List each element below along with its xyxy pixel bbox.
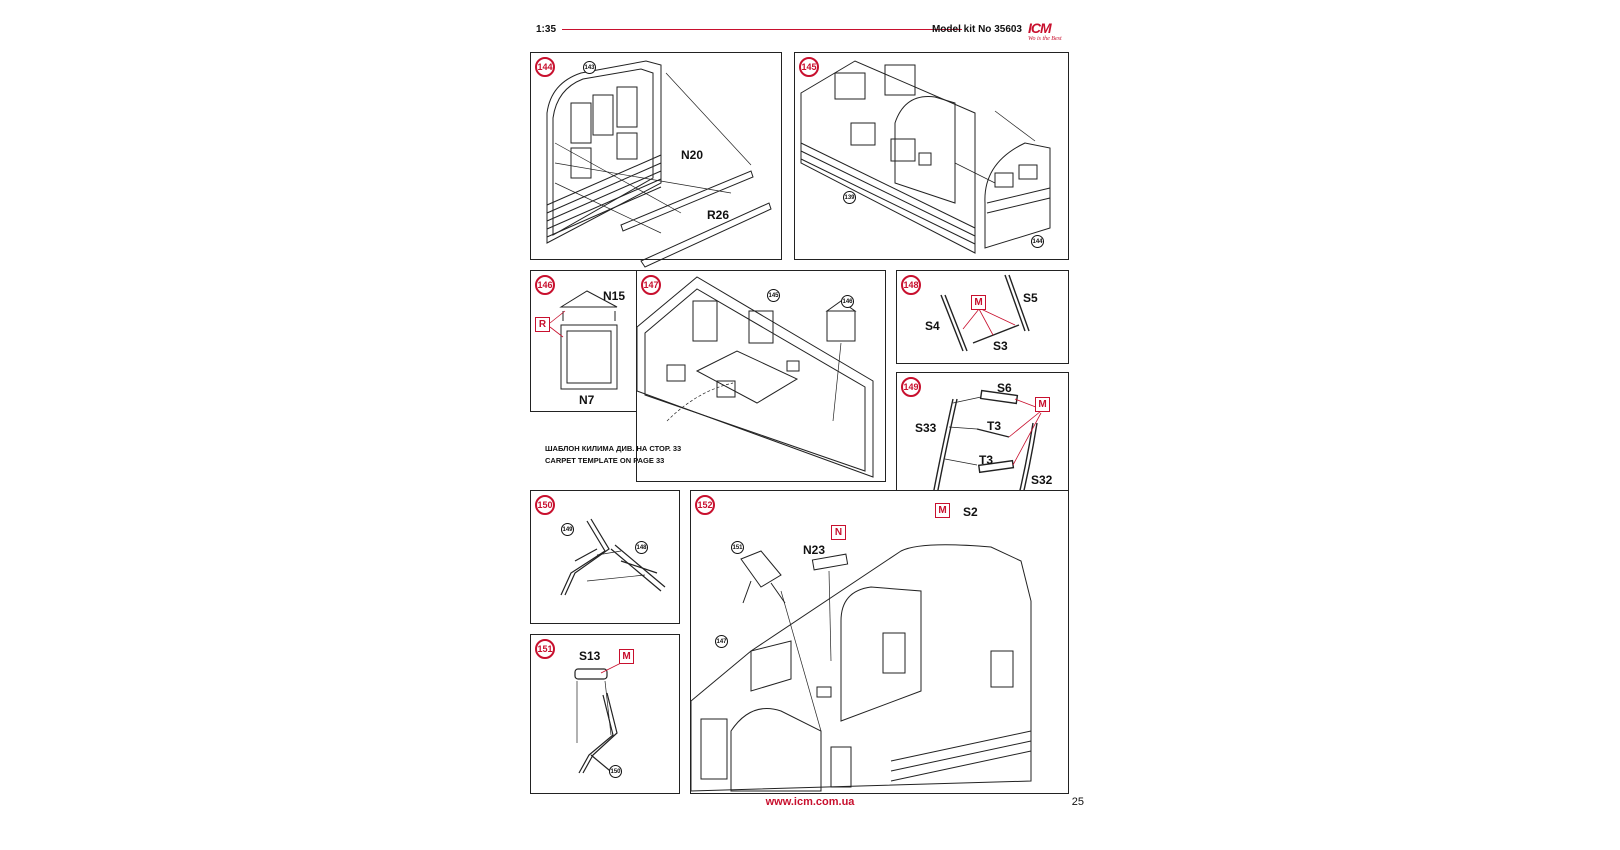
step-150-panel: 150 149 148 xyxy=(530,490,680,624)
part-label-s13: S13 xyxy=(579,649,601,663)
step-148-panel: 148 S5 S4 S3 M xyxy=(896,270,1069,364)
header-rule xyxy=(562,29,962,30)
step-number: 147 xyxy=(641,275,661,295)
scale-label: 1:35 xyxy=(536,24,557,35)
paint-code: N xyxy=(831,525,846,540)
reference-step: 151 xyxy=(731,541,744,554)
step-144-illustration xyxy=(546,60,772,268)
part-label-n15: N15 xyxy=(603,289,626,303)
part-label-s4: S4 xyxy=(925,319,940,333)
step-144-panel: 144 143 N20 R26 xyxy=(530,52,782,268)
part-label-s32: S32 xyxy=(1031,473,1053,487)
step-number: 144 xyxy=(535,57,555,77)
step-152-illustration xyxy=(690,544,1032,792)
step-145-panel: 145 139 144 xyxy=(794,52,1069,260)
step-147-panel: 147 145 146 ШАБЛОН КИЛИМА ДИВ. НА СТОР. … xyxy=(545,270,886,482)
step-number: 150 xyxy=(535,495,555,515)
step-number: 148 xyxy=(901,275,921,295)
step-number: 151 xyxy=(535,639,555,659)
reference-step: 148 xyxy=(635,541,648,554)
reference-step: 144 xyxy=(1031,235,1044,248)
step-148-illustration xyxy=(940,274,1030,352)
website-url[interactable]: www.icm.com.ua xyxy=(765,796,855,808)
step-151-illustration xyxy=(574,662,622,776)
reference-step: 147 xyxy=(715,635,728,648)
reference-step: 146 xyxy=(841,295,854,308)
reference-step: 149 xyxy=(561,523,574,536)
icm-logo: ICM Wo is the Best xyxy=(1028,20,1078,48)
part-label-t3: T3 xyxy=(979,453,994,467)
step-147-illustration xyxy=(636,276,874,478)
part-label-s2: S2 xyxy=(963,505,978,519)
step-number: 152 xyxy=(695,495,715,515)
kit-number: Model kit No 35603 xyxy=(931,24,1022,35)
reference-step: 150 xyxy=(609,765,622,778)
carpet-note-en: CARPET TEMPLATE ON PAGE 33 xyxy=(545,456,665,465)
logo-text: ICM xyxy=(1028,20,1052,36)
paint-code: M xyxy=(935,503,950,518)
step-145-illustration xyxy=(800,60,1051,254)
step-150-illustration xyxy=(560,518,666,596)
paint-code: M xyxy=(1035,397,1050,412)
carpet-note-ua: ШАБЛОН КИЛИМА ДИВ. НА СТОР. 33 xyxy=(545,444,682,453)
step-152-panel: 152 151 147 N23 N xyxy=(690,490,1069,794)
step-146-illustration xyxy=(549,290,618,390)
part-label-n7: N7 xyxy=(579,393,595,407)
step-number: 146 xyxy=(535,275,555,295)
part-label-s3: S3 xyxy=(993,339,1008,353)
part-label-s33: S33 xyxy=(915,421,937,435)
reference-step: 139 xyxy=(843,191,856,204)
step-number: 149 xyxy=(901,377,921,397)
part-label-t3: T3 xyxy=(987,419,1002,433)
paint-code: M xyxy=(619,649,634,664)
part-label-s6: S6 xyxy=(997,381,1012,395)
step-151-panel: 151 S13 M 150 xyxy=(530,634,680,794)
reference-step: 143 xyxy=(583,61,596,74)
instruction-page: 1:35 Model kit No 35603 ICM Wo is the Be… xyxy=(530,20,1090,840)
part-label-n23: N23 xyxy=(803,543,826,557)
part-label-r26: R26 xyxy=(707,208,730,222)
logo-slogan: Wo is the Best xyxy=(1028,36,1062,42)
step-number: 145 xyxy=(799,57,819,77)
carpet-note: ШАБЛОН КИЛИМА ДИВ. НА СТОР. 33 CARPET TE… xyxy=(545,443,681,467)
part-label-n20: N20 xyxy=(681,148,704,162)
paint-code: M xyxy=(971,295,986,310)
step-146-panel: 146 N15 N7 R xyxy=(530,270,638,412)
page-number: 25 xyxy=(1071,796,1084,808)
part-label-s5: S5 xyxy=(1023,291,1038,305)
paint-code: R xyxy=(535,317,550,332)
reference-step: 145 xyxy=(767,289,780,302)
